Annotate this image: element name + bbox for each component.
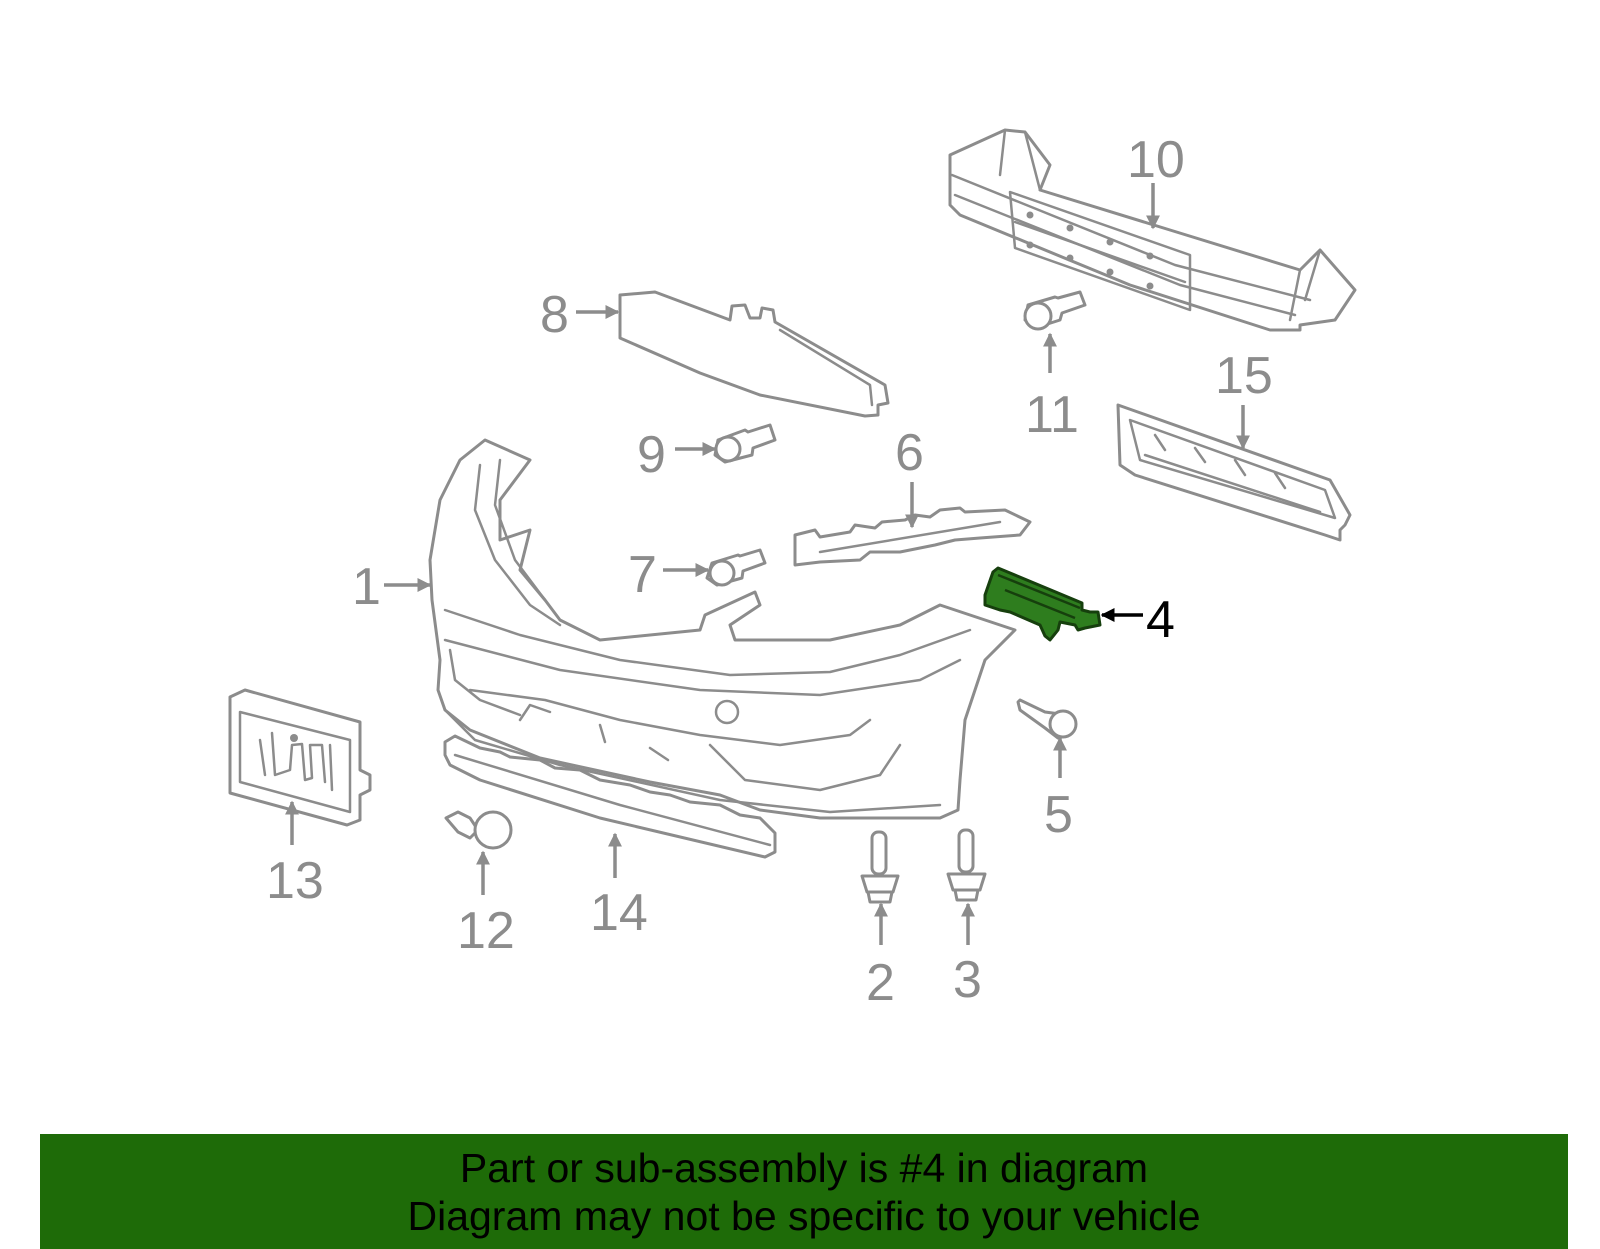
callout-2: 2 (866, 954, 895, 1012)
part-3-bolt (946, 828, 987, 902)
callout-3: 3 (953, 951, 982, 1009)
callout-7: 7 (628, 546, 657, 604)
callout-9: 9 (637, 426, 666, 484)
callout-8: 8 (540, 286, 569, 344)
callout-10: 10 (1127, 131, 1185, 189)
callout-13: 13 (266, 852, 324, 910)
callout-11: 11 (1025, 386, 1079, 444)
part-14-lower-trim (443, 734, 777, 859)
part-11-bolt (1023, 290, 1087, 331)
part-13-license-bracket (228, 688, 372, 827)
callout-labels: 10 8 11 15 9 6 1 7 4 5 13 12 14 2 3 (266, 131, 1273, 1012)
callout-arrows (285, 183, 1250, 945)
callout-12: 12 (457, 902, 515, 960)
part-8-absorber (618, 290, 890, 418)
callout-6: 6 (895, 424, 924, 482)
part-10-reinforcement (948, 128, 1357, 332)
part-5-clip (1016, 698, 1078, 740)
callout-4: 4 (1146, 591, 1175, 649)
info-banner: Part or sub-assembly is #4 in diagram Di… (40, 1134, 1568, 1249)
part-9-bolt (713, 423, 777, 464)
callout-15: 15 (1215, 347, 1273, 405)
banner-line-2: Diagram may not be specific to your vehi… (407, 1192, 1201, 1239)
part-1-bumper-cover (428, 438, 1017, 820)
part-12-clip (444, 810, 513, 850)
part-7-bolt (705, 548, 767, 587)
part-15-grille (1116, 403, 1352, 542)
part-6-bracket (793, 506, 1032, 567)
part-4-highlighted-bracket (983, 566, 1102, 642)
callout-1: 1 (352, 558, 381, 616)
callout-5: 5 (1044, 786, 1073, 844)
banner-line-1: Part or sub-assembly is #4 in diagram (459, 1144, 1149, 1191)
part-2-bolt (860, 830, 900, 904)
callout-14: 14 (590, 884, 648, 942)
